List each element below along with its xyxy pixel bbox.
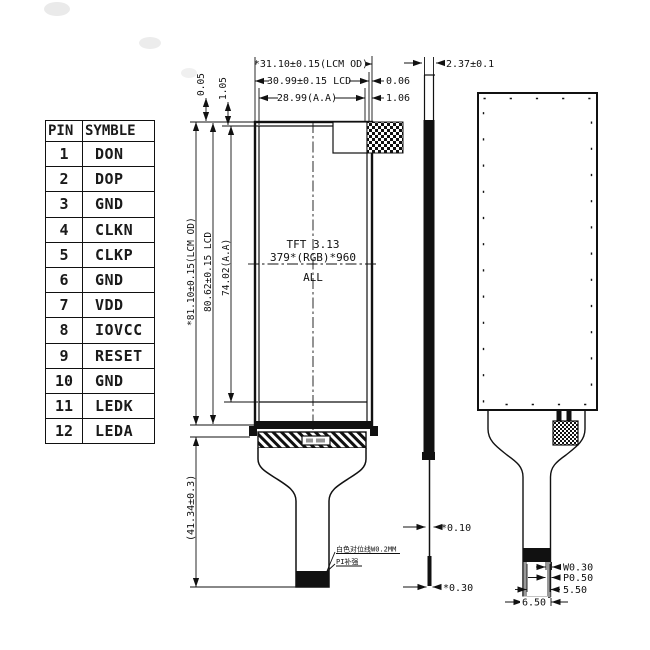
- label-mark: [316, 438, 325, 443]
- pin-number: 8: [45, 317, 83, 344]
- dim-label-bg: [269, 75, 349, 86]
- pin-number: 5: [45, 241, 83, 268]
- dim-label-bg: [278, 92, 335, 103]
- back-view: W0.30 P0.50 5.50 6.50: [477, 92, 598, 609]
- bottom-bezel-bar: [255, 421, 372, 429]
- pin-symbol: LEDK: [82, 392, 155, 420]
- dim-right-offset-lcd: 0.06: [386, 76, 410, 87]
- dim-label-bg: [520, 596, 548, 608]
- contact-margin-left: [523, 562, 527, 597]
- fpc-bend-foot: [422, 452, 435, 460]
- white-alignment-line-note: 白色对位线W0.2MM: [336, 545, 396, 554]
- front-view-width-dimensions: *31.10±0.15(LCM OD) 30.99±0.15 LCD 0.06 …: [254, 56, 410, 125]
- leader-line: [322, 563, 336, 576]
- dim-width-aa: 28.99(A.A): [277, 93, 337, 104]
- dim-top-offset-lcd: 0.05: [196, 73, 207, 96]
- pin-number: 7: [45, 292, 83, 319]
- backlight-lead: [556, 409, 562, 423]
- pin-symbol: IOVCC: [82, 317, 155, 344]
- pin-number: 12: [45, 418, 83, 445]
- dim-contact-pitch: P0.50: [563, 573, 593, 584]
- fpc-bond-checker-block: [366, 121, 404, 154]
- scan-smudge: [139, 37, 161, 49]
- dim-right-offset-aa: 1.06: [386, 93, 410, 104]
- display-area-label: ALL: [303, 271, 323, 284]
- dim-height-lcm: *81.10±0.15(LCM OD): [186, 217, 197, 326]
- scan-smudge: [181, 68, 197, 78]
- pin-number: 3: [45, 191, 83, 218]
- dim-width-lcm: *31.10±0.15(LCM OD): [254, 59, 368, 70]
- pin-symbol: LEDA: [82, 418, 155, 445]
- side-view: 2.37±0.1 *0.10 *0.30: [403, 57, 494, 594]
- scan-artifacts: [44, 2, 197, 78]
- dim-height-aa: 74.02(A.A): [221, 239, 232, 296]
- pin-symbol: GND: [82, 191, 155, 218]
- dim-fpc-with-stiffener: *0.30: [443, 583, 473, 594]
- module-side-profile: [423, 120, 435, 452]
- display-size-label: TFT 3.13: [287, 238, 340, 251]
- dim-fpc-end-width: 6.50: [522, 598, 546, 609]
- bezel-tab-left: [249, 426, 257, 436]
- pin-header: PIN: [45, 120, 83, 142]
- dim-fpc-thickness: *0.10: [441, 523, 471, 534]
- bezel-tab-right: [370, 426, 378, 436]
- dim-fpc-length: (41.34±0.3): [186, 475, 197, 541]
- dim-label-bg: [256, 58, 366, 69]
- pin-number: 2: [45, 166, 83, 193]
- back-inner-tick-border: [482, 97, 593, 406]
- pin-symbol: VDD: [82, 292, 155, 319]
- pin-symbol: CLKP: [82, 241, 155, 268]
- scan-smudge: [44, 2, 70, 16]
- leader-line: [326, 551, 336, 572]
- backlight-solder-area: [552, 420, 579, 446]
- dim-contact-area-width: 5.50: [563, 585, 587, 596]
- back-outline: [477, 92, 598, 411]
- fpc-stiffener-pad: [296, 571, 329, 587]
- pi-stiffener-note: PI补强: [336, 557, 358, 566]
- fpc-stiffener-pad-back: [523, 548, 551, 562]
- backlight-lead: [566, 409, 572, 423]
- pin-symbol: DOP: [82, 166, 155, 193]
- pin-number: 4: [45, 216, 83, 243]
- front-view-height-dimensions: *81.10±0.15(LCM OD) 80.62±0.15 LCD 74.02…: [186, 73, 296, 588]
- dim-module-thickness: 2.37±0.1: [446, 59, 494, 70]
- dim-height-lcd: 80.62±0.15 LCD: [203, 232, 214, 312]
- label-mark: [306, 438, 313, 443]
- display-resolution-label: 379*(RGB)*960: [270, 251, 356, 264]
- contact-margin-right: [547, 562, 551, 597]
- dim-top-offset-aa: 1.05: [218, 77, 229, 100]
- dim-contact-width: W0.30: [563, 563, 593, 574]
- dim-width-lcd: 30.99±0.15 LCD: [267, 76, 351, 87]
- corner-notch: [332, 121, 368, 154]
- front-view: TFT 3.13 379*(RGB)*960 ALL 白色对位线W0.2MM P…: [248, 120, 404, 588]
- pin-number: 11: [45, 392, 83, 420]
